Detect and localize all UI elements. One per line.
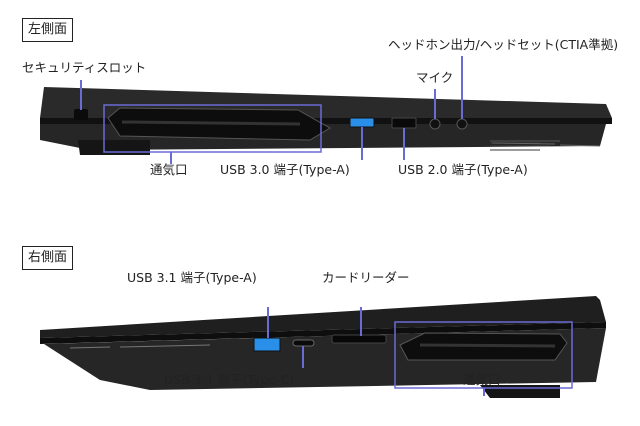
left-vent-highlight xyxy=(103,104,322,153)
mic-label: マイク xyxy=(416,70,454,85)
right-side-laptop xyxy=(40,296,606,398)
mic-callout-line xyxy=(434,89,436,119)
usb31a-callout-line xyxy=(267,307,269,338)
right-vent-label: 通気口 xyxy=(463,372,501,387)
headphone-callout-line xyxy=(461,56,463,119)
left-vent-label: 通気口 xyxy=(150,162,188,177)
headphone-jack-icon xyxy=(456,118,468,130)
usb31a-label: USB 3.1 端子(Type-A) xyxy=(127,270,257,285)
right-vent-callout-line xyxy=(483,388,485,396)
usb20-callout-line xyxy=(403,128,405,160)
right-side-title: 右側面 xyxy=(22,246,74,270)
usb30-port-icon xyxy=(349,117,375,128)
headphone-label: ヘッドホン出力/ヘッドセット(CTIA準拠) xyxy=(388,37,619,52)
card-reader-callout-line xyxy=(360,307,362,336)
left-vent-callout-line xyxy=(170,152,172,164)
card-reader-label: カードリーダー xyxy=(322,270,410,285)
left-side-title: 左側面 xyxy=(22,18,74,42)
mic-jack-icon xyxy=(429,118,441,130)
usb30-callout-line xyxy=(361,127,363,160)
usb31c-port-icon xyxy=(292,339,315,347)
usb20-port-icon xyxy=(391,117,417,129)
usb31c-label: USB 3.1 端子(Type-C) xyxy=(164,372,295,387)
usb31c-callout-line xyxy=(302,346,304,368)
card-reader-slot-icon xyxy=(331,334,387,344)
left-side-laptop xyxy=(40,87,612,155)
security-slot-label: セキュリティスロット xyxy=(22,60,147,75)
usb30-label: USB 3.0 端子(Type-A) xyxy=(220,162,350,177)
usb31a-port-icon xyxy=(253,337,281,352)
security-slot-icon xyxy=(74,109,88,120)
usb20-label: USB 2.0 端子(Type-A) xyxy=(398,162,528,177)
security-slot-callout-line xyxy=(80,80,82,110)
